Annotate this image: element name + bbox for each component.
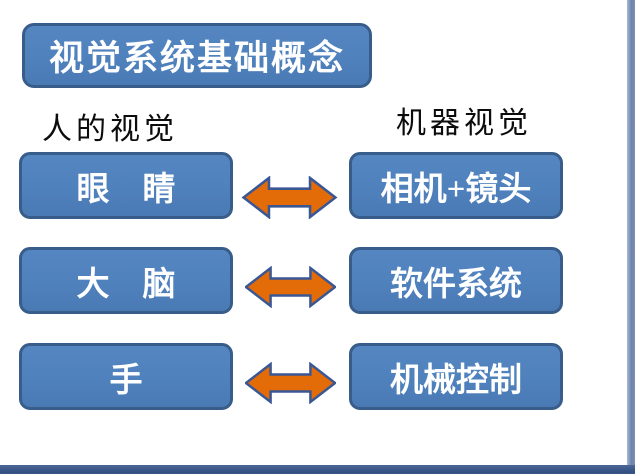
title-box: 视觉系统基础概念: [22, 23, 372, 88]
slide-bottom-edge-bar: [0, 465, 635, 474]
machine-control-box: 机械控制: [349, 343, 563, 410]
hand-box: 手: [19, 343, 233, 410]
slide-title: 视觉系统基础概念: [48, 39, 345, 78]
double-arrow-icon: [245, 266, 336, 308]
software-system-box: 软件系统: [349, 247, 563, 314]
brain-box: 大 脑: [19, 247, 233, 314]
machine-vision-column-label: 机器视觉: [396, 107, 532, 140]
machine-control-box-label: 机械控制: [390, 362, 522, 399]
slide-right-edge-bar: [627, 0, 635, 474]
brain-box-label: 大 脑: [76, 266, 176, 303]
eyes-box: 眼 睛: [19, 152, 233, 219]
human-vision-column-label: 人的视觉: [42, 113, 178, 146]
eyes-box-label: 眼 睛: [76, 171, 176, 208]
software-system-box-label: 软件系统: [390, 266, 522, 303]
double-arrow-icon: [241, 176, 338, 219]
camera-lens-box: 相机+镜头: [349, 152, 563, 219]
hand-box-label: 手: [109, 362, 143, 399]
double-arrow-icon: [245, 362, 336, 404]
camera-lens-box-label: 相机+镜头: [380, 171, 532, 208]
